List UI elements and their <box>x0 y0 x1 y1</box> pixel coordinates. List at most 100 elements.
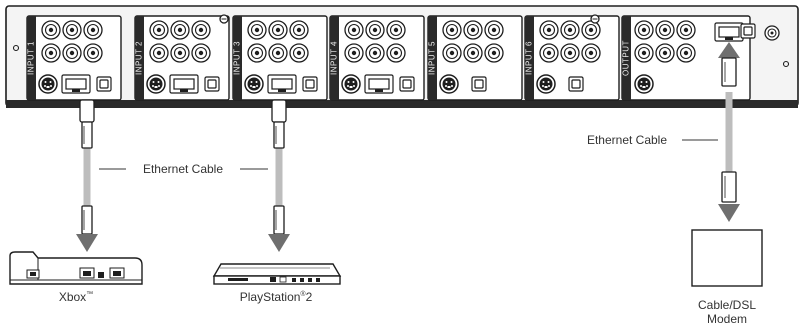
playstation2-console <box>212 263 342 285</box>
rca-jack <box>676 43 696 63</box>
rca-jack <box>655 43 675 63</box>
screw <box>590 14 600 24</box>
s-video-jack <box>536 74 556 94</box>
rca-jack <box>581 20 601 40</box>
rca-jack <box>149 20 169 40</box>
rca-jack <box>365 20 385 40</box>
s-video-jack <box>38 74 58 94</box>
s-video-jack <box>244 74 264 94</box>
optical-audio-jack <box>471 76 487 92</box>
rca-jack <box>655 20 675 40</box>
ethernet-cable-modem <box>718 42 740 222</box>
output-section: OUTPUT <box>621 15 756 101</box>
ethernet-cable-xbox <box>76 99 98 252</box>
input-label: INPUT 2 <box>135 41 144 75</box>
ethernet-cable-ps2 <box>268 99 290 252</box>
ethernet-port[interactable] <box>169 74 199 94</box>
input-section-4: INPUT 4 <box>329 15 425 101</box>
optical-audio-jack <box>740 23 756 39</box>
rca-jack <box>560 43 580 63</box>
rca-jack <box>62 43 82 63</box>
mount-hole-right <box>782 60 790 68</box>
ethernet-cable-label: Ethernet Cable <box>587 133 667 147</box>
input-section-5: INPUT 5 <box>427 15 523 101</box>
playstation2-label: PlayStation®2 <box>240 290 313 304</box>
rca-jack <box>463 20 483 40</box>
rca-jack <box>170 43 190 63</box>
input-label: INPUT 5 <box>428 41 437 75</box>
input-label: INPUT 4 <box>330 41 339 75</box>
rca-jack <box>539 43 559 63</box>
rack-base-strip <box>6 100 798 108</box>
modem-label-line2: Modem <box>707 312 747 326</box>
rca-jack <box>442 20 462 40</box>
xbox-console <box>9 251 143 285</box>
power-jack <box>764 25 780 41</box>
rca-jack <box>268 20 288 40</box>
rca-jack <box>289 43 309 63</box>
rca-jack <box>83 20 103 40</box>
rca-jack <box>365 43 385 63</box>
rca-jack <box>268 43 288 63</box>
input-label: INPUT 1 <box>27 41 36 75</box>
rca-jack <box>386 20 406 40</box>
input-section-2: INPUT 2 <box>134 15 230 101</box>
s-video-jack <box>439 74 459 94</box>
input-section-6: INPUT 6 <box>524 15 620 101</box>
rca-jack <box>484 43 504 63</box>
optical-audio-jack <box>96 76 112 92</box>
rca-jack <box>170 20 190 40</box>
rca-jack <box>289 20 309 40</box>
rca-jack <box>676 20 696 40</box>
rca-jack <box>247 20 267 40</box>
av-switcher-rear-panel: INPUT 1 INPUT 2 INPUT 3 INPUT 4 INPUT 5 INPUT… <box>5 5 799 108</box>
cable-label-right: Ethernet Cable <box>587 133 718 147</box>
cable-dsl-modem-box <box>691 229 763 287</box>
input-section-3: INPUT 3 <box>232 15 328 101</box>
rca-jack <box>191 20 211 40</box>
rca-jack <box>149 43 169 63</box>
rca-jack <box>344 43 364 63</box>
rca-jack <box>463 43 483 63</box>
ethernet-port[interactable] <box>267 74 297 94</box>
optical-audio-jack <box>204 76 220 92</box>
rca-jack <box>484 20 504 40</box>
s-video-jack <box>146 74 166 94</box>
rca-jack <box>62 20 82 40</box>
cable-label-left: Ethernet Cable <box>99 162 268 176</box>
rca-jack <box>83 43 103 63</box>
rca-jack <box>581 43 601 63</box>
rca-jack <box>560 20 580 40</box>
ethernet-cable-label: Ethernet Cable <box>143 162 223 176</box>
input-label: INPUT 6 <box>525 41 534 75</box>
rca-jack <box>344 20 364 40</box>
rca-jack <box>442 43 462 63</box>
rca-jack <box>191 43 211 63</box>
input-label: INPUT 3 <box>233 41 242 75</box>
rca-jack <box>41 43 61 63</box>
optical-audio-jack <box>302 76 318 92</box>
rca-jack <box>247 43 267 63</box>
arrow-down-icon <box>76 234 98 252</box>
ethernet-port[interactable] <box>364 74 394 94</box>
arrow-up-icon <box>718 42 740 58</box>
optical-audio-jack <box>399 76 415 92</box>
screw <box>219 14 229 24</box>
rca-jack <box>386 43 406 63</box>
arrow-down-icon <box>718 204 740 222</box>
rca-jack <box>634 20 654 40</box>
rca-jack <box>41 20 61 40</box>
modem-label-line1: Cable/DSL <box>698 298 756 312</box>
optical-audio-jack <box>568 76 584 92</box>
output-label: OUTPUT <box>622 40 631 76</box>
rca-jack <box>539 20 559 40</box>
rca-jack <box>634 43 654 63</box>
s-video-jack <box>341 74 361 94</box>
s-video-jack <box>634 74 654 94</box>
ethernet-port-output[interactable] <box>714 22 744 42</box>
xbox-label: Xbox™ <box>59 290 93 304</box>
arrow-down-icon <box>268 234 290 252</box>
ethernet-port[interactable] <box>61 74 91 94</box>
mount-hole-left <box>12 44 20 52</box>
